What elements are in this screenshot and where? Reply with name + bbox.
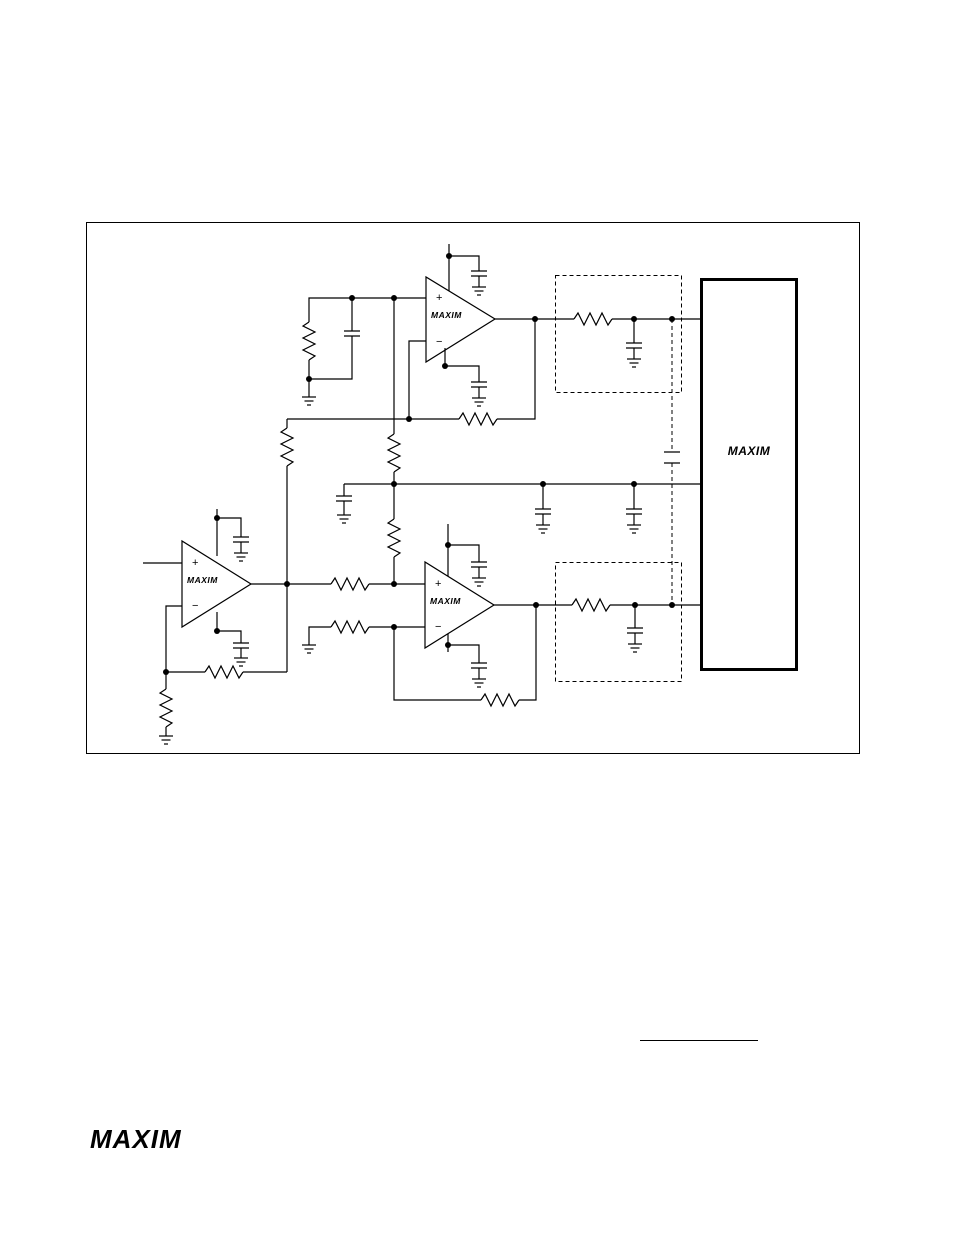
figure-frame	[87, 223, 860, 754]
footer-brand-logo: MAXIM	[90, 1124, 182, 1154]
footer-rule	[640, 1040, 758, 1041]
opamp-bottom-plus-sign: +	[435, 578, 441, 590]
adc-chip	[702, 280, 797, 670]
adc-chip-brand-logo: MAXIM	[728, 444, 771, 458]
opamp-left-minus-sign: −	[192, 600, 198, 612]
opamp-top: + − MAXIM	[426, 277, 495, 362]
opamp-top-plus-sign: +	[436, 292, 442, 304]
opamp-bottom-minus-sign: −	[435, 621, 441, 633]
opamp-left-brand-logo: MAXIM	[187, 575, 218, 585]
opamp-bottom: + − MAXIM	[425, 562, 494, 648]
filter-box-top	[556, 276, 682, 393]
opamp-bottom-brand-logo: MAXIM	[430, 596, 461, 606]
opamp-left-plus-sign: +	[192, 557, 198, 569]
opamp-top-brand-logo: MAXIM	[431, 310, 462, 320]
opamp-top-minus-sign: −	[436, 336, 442, 348]
filter-box-bottom	[556, 563, 682, 682]
